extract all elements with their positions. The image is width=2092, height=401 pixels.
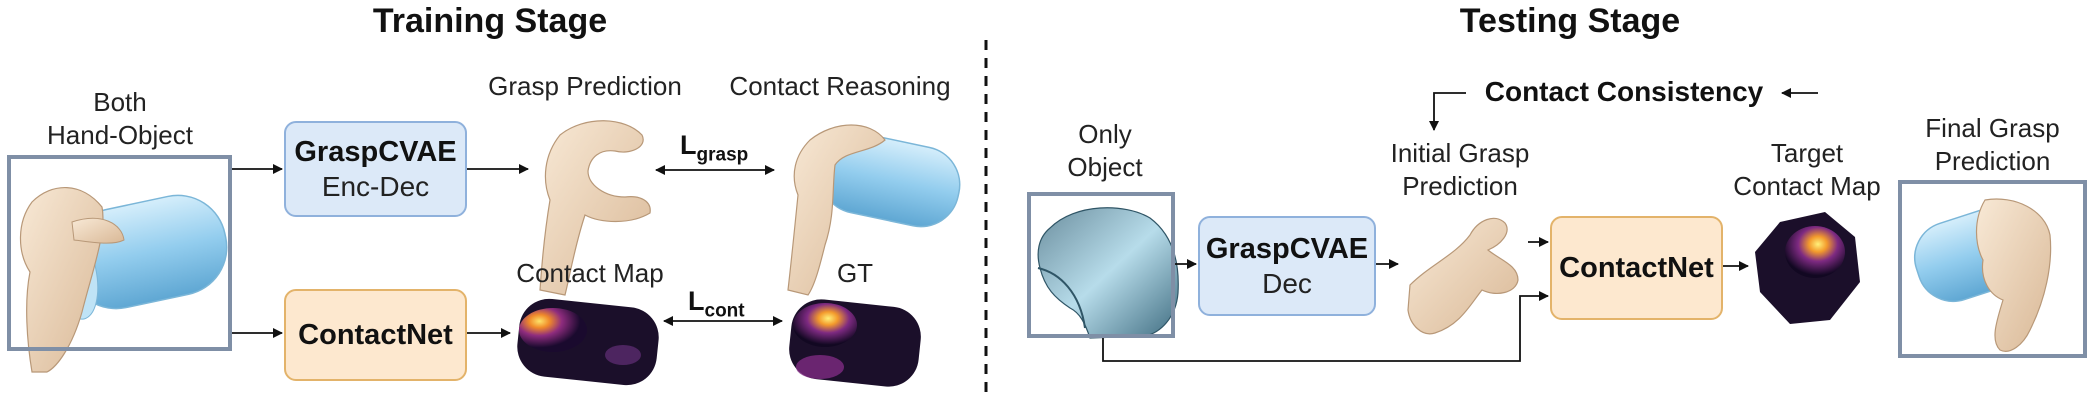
training-input-frame xyxy=(7,155,232,351)
contact-map-label: Contact Map xyxy=(516,258,664,288)
testing-input-label-line2: Object xyxy=(1067,152,1143,183)
final-grasp-label-line1: Final Grasp xyxy=(1925,113,2060,143)
testing-graspcvae-box: GraspCVAE Dec xyxy=(1198,216,1376,316)
loss-grasp-subscript: grasp xyxy=(696,144,749,166)
gt-contact-map-mesh xyxy=(789,299,921,387)
contact-map-mesh xyxy=(517,298,659,386)
training-contactnet-box: ContactNet xyxy=(284,289,467,381)
training-graspcvae-subtitle: Enc-Dec xyxy=(321,170,430,202)
testing-contactnet-box: ContactNet xyxy=(1550,216,1723,320)
testing-contactnet-title: ContactNet xyxy=(1559,251,1714,284)
final-grasp-label-line2: Prediction xyxy=(1934,146,2051,177)
training-input-label-line1: Both xyxy=(93,87,147,117)
target-contact-label-line1: Target xyxy=(1770,138,1844,168)
target-contact-map-mesh xyxy=(1755,212,1860,324)
loss-cont-subscript: cont xyxy=(704,300,745,322)
loss-grasp: Lgrasp xyxy=(680,130,748,166)
final-grasp-label: Final Grasp Prediction xyxy=(1893,112,2092,178)
arrow-object-to-contactnet xyxy=(1102,291,1549,362)
loss-grasp-symbol: L xyxy=(680,130,697,160)
initial-grasp-label-line2: Prediction xyxy=(1402,171,1518,202)
contact-reasoning-label: Contact Reasoning xyxy=(729,71,951,101)
training-input-label-line2: Hand-Object xyxy=(47,120,193,151)
loss-cont-symbol: L xyxy=(688,286,705,316)
contact-reasoning-mesh xyxy=(787,124,961,296)
testing-stage-title: Testing Stage xyxy=(1459,2,1681,40)
training-input-mesh xyxy=(19,187,228,373)
initial-grasp-mesh xyxy=(1407,217,1519,335)
contact-consistency-label: Contact Consistency xyxy=(1484,76,1764,107)
testing-input-frame xyxy=(1027,192,1175,338)
testing-input-label-line1: Only xyxy=(1078,119,1132,149)
testing-input-label: Only Object xyxy=(1030,118,1180,184)
arrow-consistency-left xyxy=(1429,92,1466,131)
training-contactnet-title: ContactNet xyxy=(298,318,453,351)
grasp-prediction-label: Grasp Prediction xyxy=(488,71,682,101)
loss-cont: Lcont xyxy=(688,286,745,322)
final-grasp-frame xyxy=(1898,180,2087,358)
training-input-label: Both Hand-Object xyxy=(20,86,220,152)
testing-graspcvae-subtitle: Dec xyxy=(1262,267,1312,299)
initial-grasp-label-line1: Initial Grasp xyxy=(1390,138,1530,168)
training-graspcvae-title: GraspCVAE xyxy=(294,135,457,168)
target-contact-label: Target Contact Map xyxy=(1712,137,1902,203)
grasp-prediction-mesh xyxy=(539,120,651,296)
training-stage-title: Training Stage xyxy=(372,2,608,40)
target-contact-label-line2: Contact Map xyxy=(1733,171,1881,202)
training-graspcvae-box: GraspCVAE Enc-Dec xyxy=(284,121,467,217)
final-grasp-mesh xyxy=(1914,198,2052,352)
testing-graspcvae-title: GraspCVAE xyxy=(1205,232,1369,265)
gt-label: GT xyxy=(836,258,874,288)
initial-grasp-label: Initial Grasp Prediction xyxy=(1370,137,1550,203)
